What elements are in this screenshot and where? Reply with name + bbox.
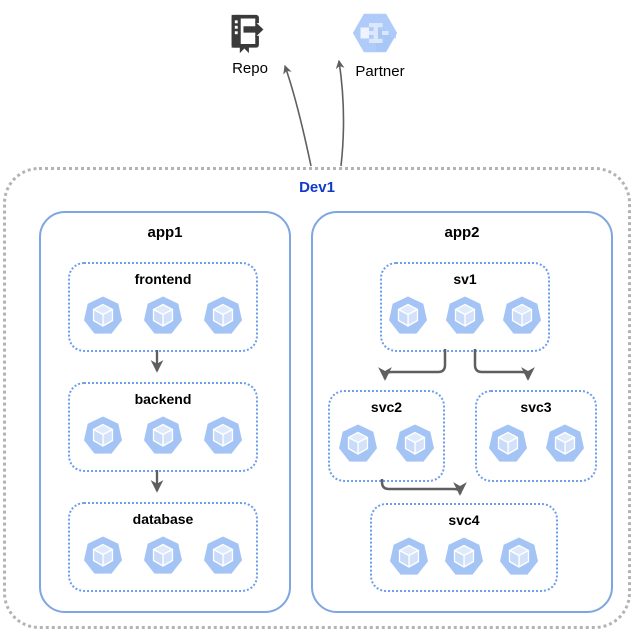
pod-icon bbox=[203, 416, 243, 455]
sv1-pod-row bbox=[386, 296, 544, 336]
service-svc4-box: svc4 bbox=[370, 503, 558, 592]
service-svc2-label: svc2 bbox=[370, 399, 403, 415]
repo-label: Repo bbox=[232, 60, 268, 77]
pod-icon bbox=[499, 537, 539, 576]
partner-node bbox=[353, 11, 397, 55]
pod-icon bbox=[502, 296, 542, 335]
partner-label: Partner bbox=[355, 63, 405, 80]
service-sv1-box: sv1 bbox=[380, 262, 550, 352]
service-frontend-box: frontend bbox=[68, 262, 258, 352]
pod-icon bbox=[203, 536, 243, 575]
frontend-pod-row bbox=[81, 296, 245, 336]
service-svc3-label: svc3 bbox=[520, 399, 552, 415]
pod-icon bbox=[143, 416, 183, 455]
app1-box: app1 frontend backend database bbox=[39, 211, 291, 613]
svc3-pod-row bbox=[486, 424, 587, 464]
pod-icon bbox=[487, 424, 528, 463]
environment-dev1-box: Dev1 app1 frontend backend database app2… bbox=[3, 167, 631, 629]
service-sv1-label: sv1 bbox=[453, 271, 477, 287]
database-pod-row bbox=[81, 536, 245, 576]
app2-box: app2 sv1 svc2 svc3 svc4 bbox=[311, 211, 613, 613]
service-backend-label: backend bbox=[134, 391, 192, 407]
partner-interconnect-icon bbox=[353, 13, 397, 53]
backend-pod-row bbox=[81, 416, 245, 456]
pod-icon bbox=[143, 296, 183, 335]
service-svc4-label: svc4 bbox=[448, 512, 480, 528]
service-backend-box: backend bbox=[68, 382, 258, 472]
pod-icon bbox=[395, 424, 435, 463]
service-frontend-label: frontend bbox=[134, 271, 192, 287]
svc2-pod-row bbox=[336, 424, 437, 464]
service-database-box: database bbox=[68, 502, 258, 592]
pod-icon bbox=[338, 424, 378, 463]
svc4-pod-row bbox=[387, 537, 541, 577]
repo-node bbox=[228, 12, 268, 54]
source-repository-icon bbox=[231, 14, 267, 54]
pod-icon bbox=[544, 424, 585, 463]
service-svc3-box: svc3 bbox=[475, 390, 597, 482]
app1-title: app1 bbox=[147, 224, 183, 241]
pod-icon bbox=[388, 296, 428, 335]
pod-icon bbox=[203, 296, 243, 335]
service-svc2-box: svc2 bbox=[328, 390, 445, 482]
pod-icon bbox=[389, 537, 429, 576]
pod-icon bbox=[444, 537, 484, 576]
pod-icon bbox=[143, 536, 183, 575]
pod-icon bbox=[83, 296, 123, 335]
environment-dev1-label: Dev1 bbox=[299, 179, 335, 196]
connector-dev1-repo bbox=[283, 64, 312, 167]
pod-icon bbox=[83, 536, 123, 575]
pod-icon bbox=[83, 416, 123, 455]
service-database-label: database bbox=[132, 511, 194, 527]
pod-icon bbox=[445, 296, 485, 335]
app2-title: app2 bbox=[444, 224, 480, 241]
